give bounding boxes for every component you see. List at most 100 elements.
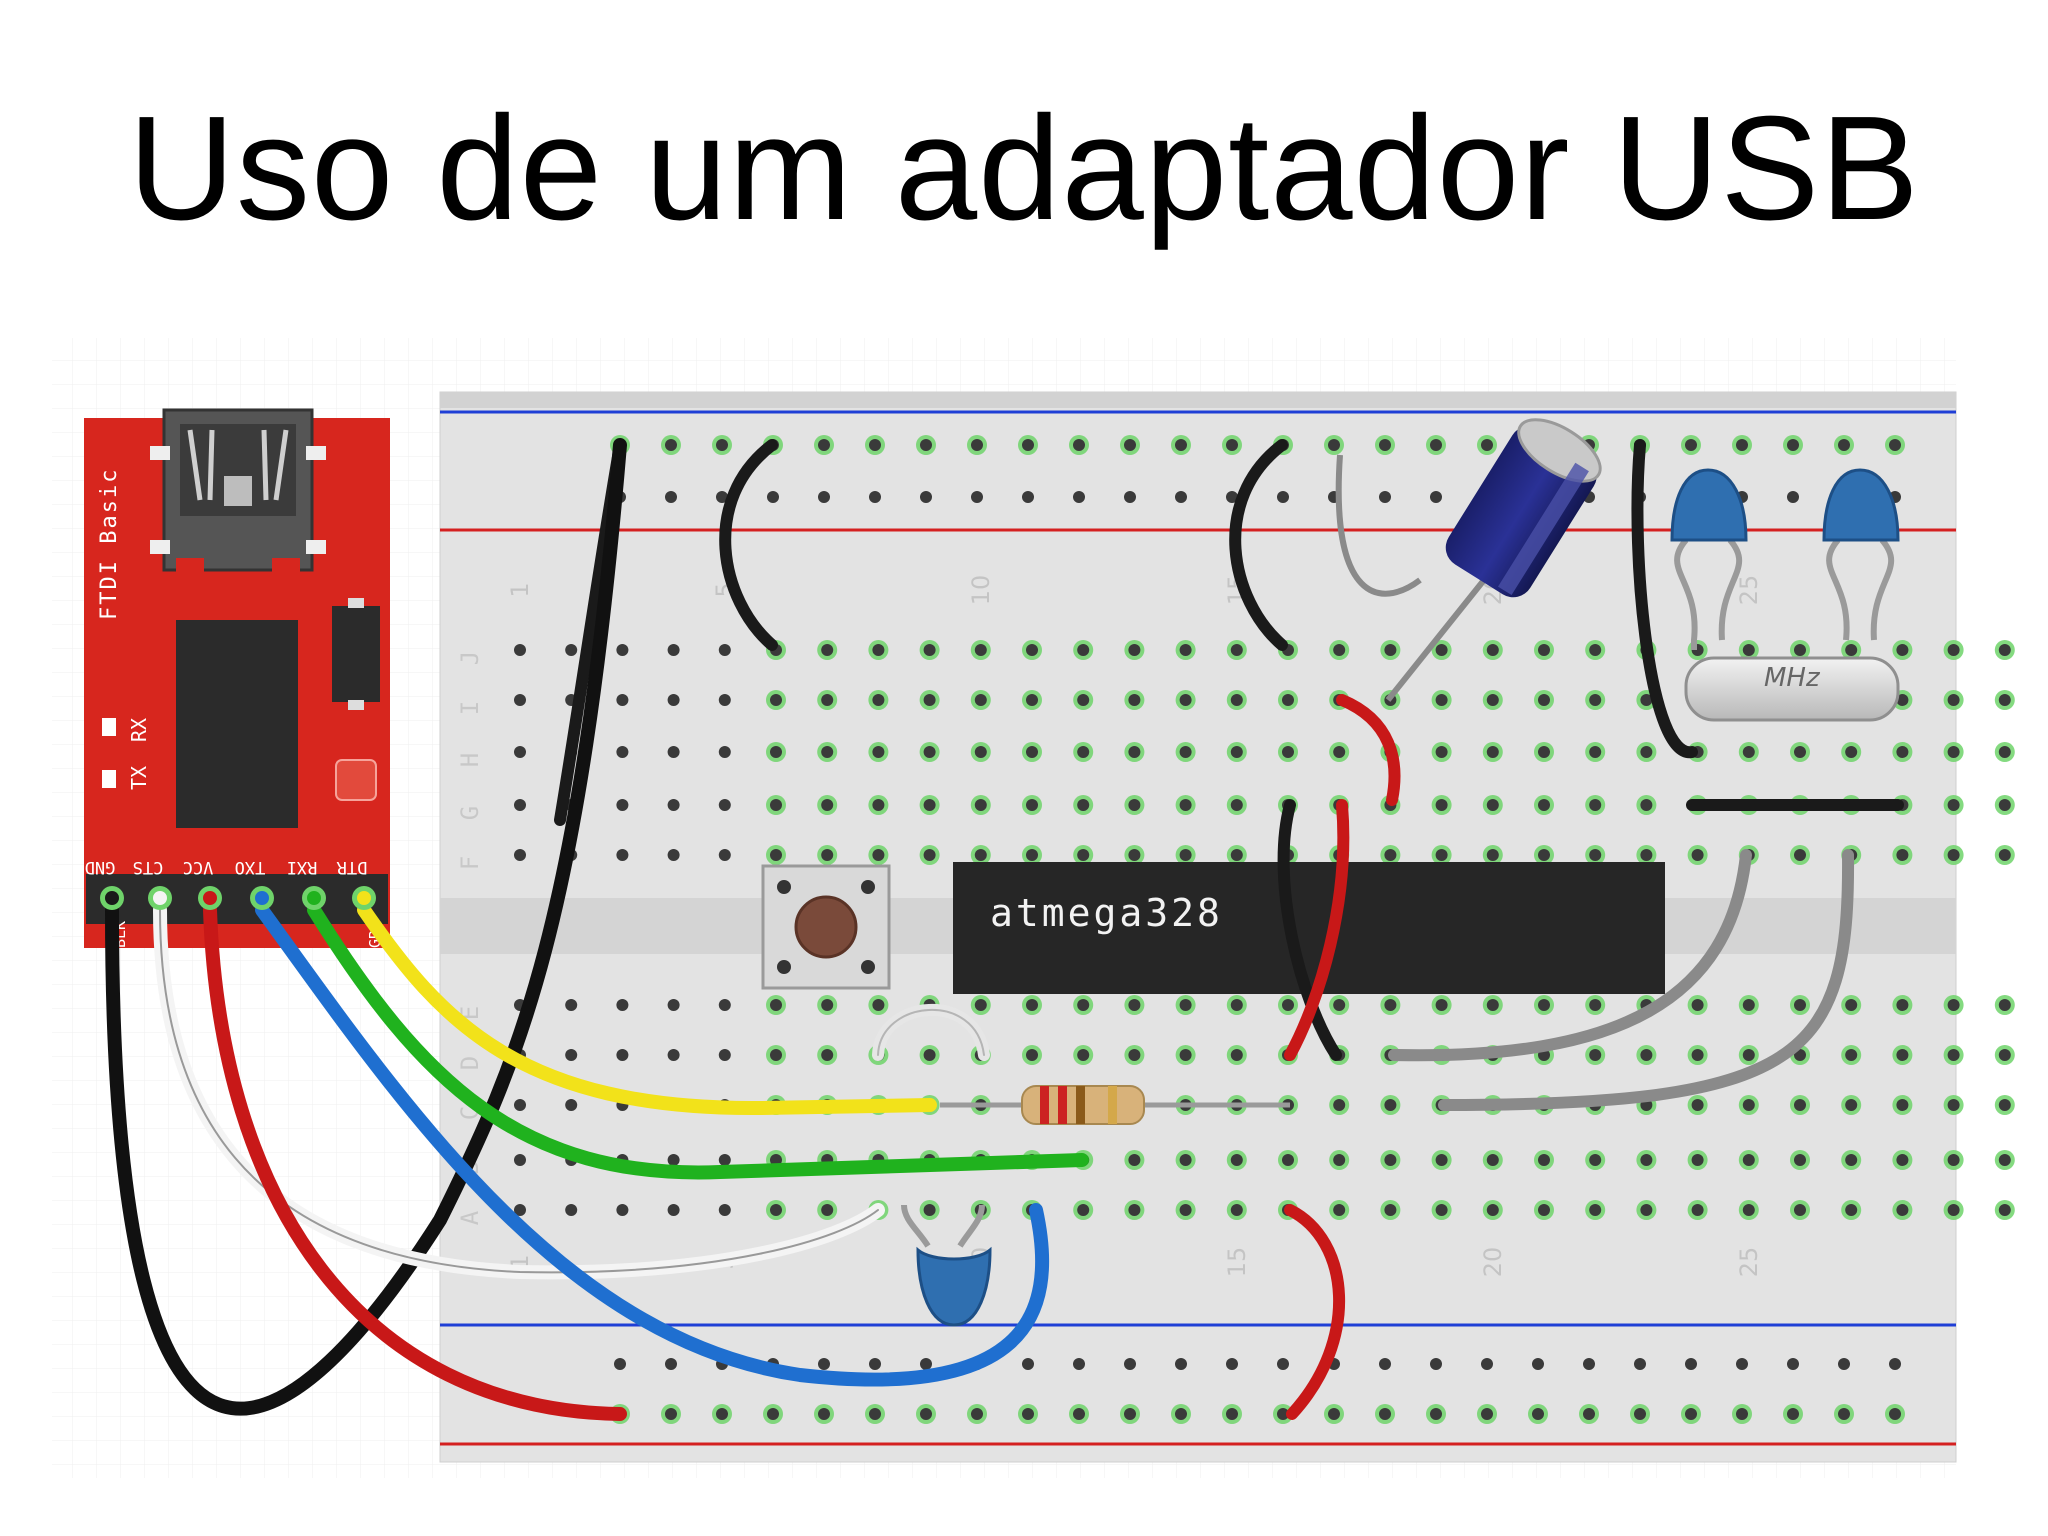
- breadboard-hole: [1282, 746, 1294, 758]
- rail-hole: [716, 491, 728, 503]
- rail-hole: [1532, 1358, 1544, 1370]
- breadboard-hole: [1589, 694, 1602, 706]
- breadboard-hole: [1794, 1099, 1806, 1111]
- rail-hole: [1838, 439, 1850, 451]
- breadboard-hole: [974, 694, 987, 706]
- breadboard-hole: [1794, 1049, 1806, 1061]
- breadboard-hole: [1742, 1049, 1755, 1061]
- breadboard-hole: [1794, 849, 1806, 861]
- rail-hole: [767, 491, 779, 503]
- breadboard-hole: [1691, 999, 1704, 1011]
- rail-hole: [1124, 1358, 1136, 1370]
- crystal-oscillator: MHz: [1684, 656, 1900, 722]
- breadboard-hole: [1589, 746, 1602, 758]
- breadboard-hole: [974, 849, 987, 861]
- breadboard-hole: [1435, 999, 1448, 1011]
- breadboard-hole: [1026, 1049, 1038, 1061]
- breadboard-hole: [718, 999, 731, 1011]
- ceramic-capacitor-bottom: [901, 1204, 992, 1327]
- breadboard-hole: [718, 1204, 731, 1216]
- crystal-label: MHz: [1764, 663, 1821, 693]
- breadboard-hole: [821, 746, 834, 758]
- breadboard-hole: [1998, 1204, 2011, 1216]
- ftdi-pin-label: TXO: [235, 857, 266, 877]
- rail-hole: [1787, 1358, 1799, 1370]
- breadboard-hole: [1794, 1154, 1806, 1166]
- rail-hole: [1328, 1408, 1340, 1420]
- breadboard-hole: [1896, 849, 1909, 861]
- breadboard-hole: [923, 1204, 936, 1216]
- breadboard-hole: [1947, 849, 1960, 861]
- ftdi-pin-label: CTS: [133, 857, 164, 877]
- ftdi-pin-label: DTR: [336, 857, 367, 877]
- ftdi-pin-label: RXI: [287, 857, 318, 877]
- breadboard-hole: [1230, 1049, 1243, 1061]
- breadboard-hole: [616, 694, 629, 706]
- breadboard-hole: [1640, 849, 1653, 861]
- breadboard-hole: [923, 746, 936, 758]
- row-letter-label: H: [456, 753, 484, 767]
- breadboard-hole: [1998, 1099, 2011, 1111]
- jumper-gray-2: [1438, 849, 1855, 1111]
- breadboard-hole: [1486, 799, 1499, 811]
- breadboard-hole: [1845, 1204, 1858, 1216]
- row-letter-label: J: [456, 651, 484, 665]
- breadboard-hole: [770, 1049, 782, 1061]
- ftdi-wires: [105, 438, 1089, 1421]
- breadboard-hole: [1384, 999, 1397, 1011]
- breadboard-hole: [974, 799, 987, 811]
- breadboard-hole: [1538, 694, 1550, 706]
- breadboard-hole: [1589, 999, 1602, 1011]
- breadboard-hole: [1486, 849, 1499, 861]
- breadboard-hole: [872, 999, 885, 1011]
- breadboard-hole: [1333, 999, 1346, 1011]
- breadboard-hole: [1589, 1204, 1602, 1216]
- breadboard-hole: [1998, 849, 2011, 861]
- breadboard-hole: [1845, 644, 1858, 656]
- breadboard-hole: [1384, 1154, 1397, 1166]
- rail-hole: [1532, 1408, 1544, 1420]
- rail-hole: [1022, 1358, 1034, 1370]
- ftdi-pin-center: [105, 891, 119, 905]
- breadboard-hole: [514, 694, 526, 706]
- rail-hole: [1175, 439, 1187, 451]
- breadboard-hole: [821, 1204, 834, 1216]
- rail-hole: [1736, 439, 1748, 451]
- rxi-wire: [307, 903, 1089, 1180]
- ftdi-board-label: FTDI Basic: [97, 468, 122, 620]
- breadboard-hole: [1691, 1099, 1704, 1111]
- breadboard-hole: [1128, 1154, 1141, 1166]
- rail-hole: [665, 491, 677, 503]
- breadboard-hole: [1128, 694, 1141, 706]
- rail-hole: [1634, 1408, 1646, 1420]
- breadboard-hole: [1077, 1049, 1090, 1061]
- breadboard-hole: [1742, 644, 1755, 656]
- rail-hole: [869, 491, 881, 503]
- breadboard-hole: [1435, 1204, 1448, 1216]
- breadboard-hole: [1947, 999, 1960, 1011]
- breadboard-hole: [718, 799, 731, 811]
- rail-hole: [1787, 1408, 1799, 1420]
- jumper-red-3: [1284, 1204, 1346, 1420]
- rail-hole: [716, 1408, 728, 1420]
- breadboard-hole: [1998, 746, 2011, 758]
- breadboard-hole: [770, 799, 782, 811]
- breadboard-top-edge: [440, 392, 1956, 408]
- breadboard-hole: [1026, 799, 1038, 811]
- breadboard-hole: [1333, 644, 1346, 656]
- breadboard-hole: [923, 799, 936, 811]
- breadboard-hole: [1435, 1154, 1448, 1166]
- rail-hole: [1277, 1408, 1289, 1420]
- rail-hole: [818, 491, 830, 503]
- breadboard-hole: [821, 644, 834, 656]
- breadboard-hole: [1435, 746, 1448, 758]
- breadboard-hole: [1230, 849, 1243, 861]
- breadboard-hole: [1947, 1204, 1960, 1216]
- rail-hole: [1430, 491, 1442, 503]
- breadboard-hole: [667, 746, 680, 758]
- jumper-gray-1: [1388, 849, 1752, 1062]
- breadboard-hole: [1896, 1204, 1909, 1216]
- breadboard-hole: [1230, 799, 1243, 811]
- breadboard-hole: [1230, 746, 1243, 758]
- breadboard-hole: [1538, 644, 1550, 656]
